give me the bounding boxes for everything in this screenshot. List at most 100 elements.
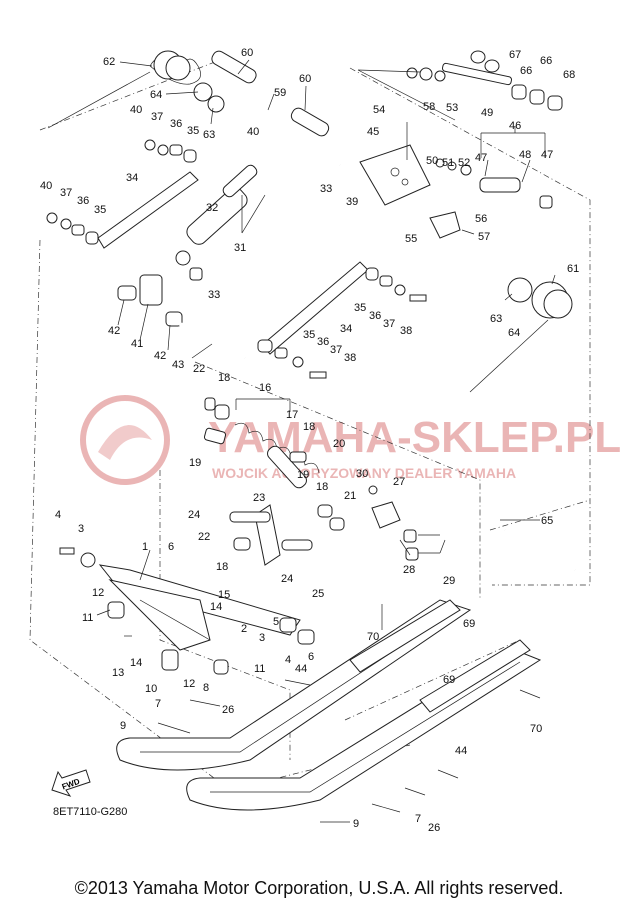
callout-51: 51: [442, 157, 454, 169]
callout-64: 64: [150, 89, 162, 101]
shock-absorber: [203, 397, 401, 531]
callout-30: 30: [356, 468, 368, 480]
callout-16: 16: [259, 382, 271, 394]
callout-13: 13: [112, 667, 124, 679]
callout-17: 17: [286, 409, 298, 421]
callout-19: 19: [189, 457, 201, 469]
parts-diagram: YAMAHA-SKLEP.PL WOJCIK AUTORYZOWANY DEAL…: [29, 47, 621, 834]
bushing-stack-lower-right: [257, 267, 427, 379]
callout-53: 53: [446, 102, 458, 114]
callout-29: 29: [443, 575, 455, 587]
callout-31: 31: [234, 242, 246, 254]
callout-66: 66: [540, 55, 552, 67]
callout-44: 44: [455, 745, 467, 757]
callout-34: 34: [126, 172, 138, 184]
callout-35: 35: [303, 329, 315, 341]
callout-40: 40: [247, 126, 259, 138]
torsion-spring-right: [469, 277, 573, 393]
callout-58: 58: [423, 101, 435, 113]
callout-69: 69: [443, 674, 455, 686]
callout-42: 42: [108, 325, 120, 337]
callout-38: 38: [344, 352, 356, 364]
callout-25: 25: [312, 588, 324, 600]
callout-36: 36: [170, 118, 182, 130]
callout-38: 38: [400, 325, 412, 337]
callout-34: 34: [340, 323, 352, 335]
callout-24: 24: [281, 573, 293, 585]
callout-37: 37: [60, 187, 72, 199]
damper: [175, 164, 258, 281]
callout-24: 24: [188, 509, 200, 521]
callout-15: 15: [218, 589, 230, 601]
callout-67: 67: [509, 49, 521, 61]
callout-36: 36: [317, 336, 329, 348]
callout-20: 20: [333, 438, 345, 450]
callout-22: 22: [198, 531, 210, 543]
callout-10: 10: [145, 683, 157, 695]
callout-69: 69: [463, 618, 475, 630]
callout-40: 40: [40, 180, 52, 192]
callout-1: 1: [142, 541, 148, 553]
callout-7: 7: [155, 698, 161, 710]
callout-12: 12: [92, 587, 104, 599]
callout-32: 32: [206, 202, 218, 214]
callout-8: 8: [203, 682, 209, 694]
callout-43: 43: [172, 359, 184, 371]
callout-46: 46: [509, 120, 521, 132]
callout-70: 70: [367, 631, 379, 643]
pivot-bracket-41: [139, 274, 163, 306]
front-arm-assembly: [59, 547, 315, 675]
callout-49: 49: [481, 107, 493, 119]
bushing-stack-upper-left: [144, 139, 197, 163]
callout-9: 9: [120, 720, 126, 732]
callout-14: 14: [130, 657, 142, 669]
callout-60: 60: [299, 73, 311, 85]
callout-59: 59: [274, 87, 286, 99]
callout-50: 50: [426, 155, 438, 167]
callout-68: 68: [563, 69, 575, 81]
callout-7: 7: [415, 813, 421, 825]
callout-18: 18: [218, 372, 230, 384]
callout-9: 9: [353, 818, 359, 830]
callout-21: 21: [344, 490, 356, 502]
callout-48: 48: [519, 149, 531, 161]
watermark-logo-mark: [98, 425, 152, 460]
callout-18: 18: [216, 561, 228, 573]
callout-63: 63: [203, 129, 215, 141]
callout-36: 36: [369, 310, 381, 322]
link-arm-upper: [97, 171, 199, 249]
callout-33: 33: [208, 289, 220, 301]
callout-62: 62: [103, 56, 115, 68]
callout-26: 26: [428, 822, 440, 834]
callout-64: 64: [508, 327, 520, 339]
callout-18: 18: [316, 481, 328, 493]
callout-63: 63: [490, 313, 502, 325]
callout-55: 55: [405, 233, 417, 245]
callout-66: 66: [520, 65, 532, 77]
bushing-stack-mid-left: [46, 212, 99, 245]
callout-2: 2: [241, 623, 247, 635]
callout-60: 60: [241, 47, 253, 59]
callout-41: 41: [131, 338, 143, 350]
callout-35: 35: [187, 125, 199, 137]
callout-23: 23: [253, 492, 265, 504]
callout-12: 12: [183, 678, 195, 690]
callout-22: 22: [193, 363, 205, 375]
callout-35: 35: [94, 204, 106, 216]
callout-65: 65: [541, 515, 553, 527]
watermark-logo-ring: [80, 395, 170, 485]
rocker-assembly: [229, 504, 440, 566]
callout-57: 57: [478, 231, 490, 243]
callout-39: 39: [346, 196, 358, 208]
callout-44: 44: [295, 663, 307, 675]
callout-11: 11: [82, 612, 93, 624]
callout-47: 47: [541, 149, 553, 161]
callout-19: 19: [297, 469, 309, 481]
fwd-arrow: FWD: [51, 769, 91, 797]
callout-3: 3: [78, 523, 84, 535]
callout-61: 61: [567, 263, 579, 275]
callout-54: 54: [373, 104, 385, 116]
torsion-spring-left: [47, 50, 201, 129]
callout-27: 27: [393, 476, 405, 488]
bolts-lower: [157, 604, 541, 823]
